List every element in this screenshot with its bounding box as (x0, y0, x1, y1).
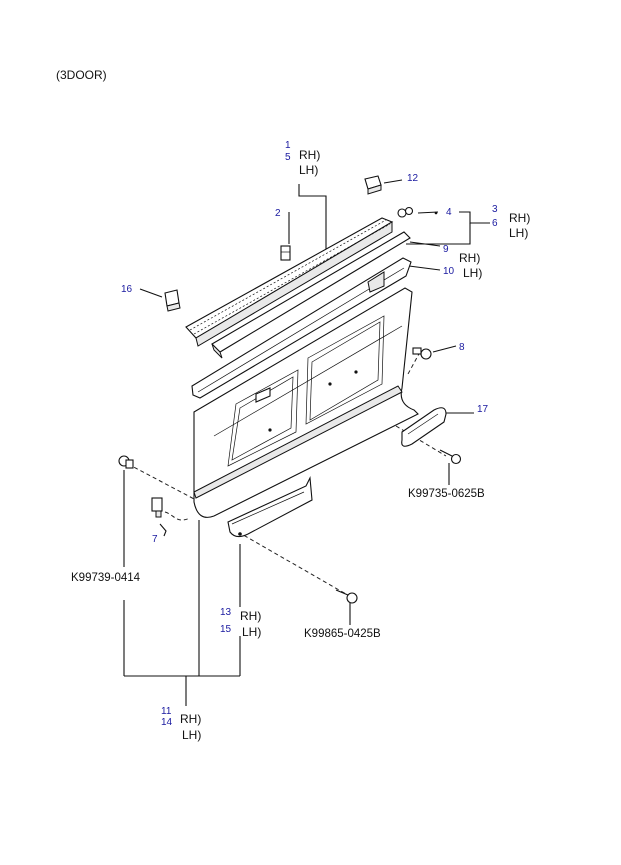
side-rh-11: RH) (180, 712, 201, 726)
upper-run-channel (185, 217, 394, 347)
fastener-part-4 (397, 206, 438, 218)
side-lh-15: LH) (242, 625, 261, 639)
callout-2: 2 (275, 208, 281, 219)
side-rh-3: RH) (509, 211, 530, 225)
side-lh-1: LH) (299, 163, 318, 177)
callout-10: 10 (443, 266, 455, 277)
clip-part-7 (151, 497, 163, 518)
trim-part-10 (191, 257, 412, 399)
callout-11: 11 (161, 706, 172, 717)
handle-trim-part-17 (401, 407, 447, 447)
callout-9: 9 (443, 244, 449, 255)
callout-17: 17 (477, 404, 489, 415)
callout-8: 8 (459, 342, 465, 353)
side-lh-10: LH) (463, 266, 482, 280)
leader-lines (123, 179, 490, 706)
callout-3: 3 (492, 204, 498, 215)
callout-1: 1 (285, 140, 291, 151)
side-rh-13: RH) (240, 609, 261, 623)
callout-14: 14 (161, 717, 173, 728)
side-rh-9: RH) (459, 251, 480, 265)
rail-part-9 (211, 231, 411, 359)
part-number-k99739: K99739-0414 (71, 572, 141, 584)
callout-7: 7 (152, 534, 158, 545)
side-rh-1: RH) (299, 148, 320, 162)
callout-4: 4 (446, 207, 452, 218)
door-trim-panel (193, 287, 419, 518)
side-lh-3: LH) (509, 226, 528, 240)
clip-part-12 (364, 175, 382, 195)
part-number-k99865: K99865-0425B (304, 628, 381, 640)
clip-part-16 (164, 289, 181, 312)
callout-5: 5 (285, 152, 291, 163)
screw-k99739 (118, 455, 134, 469)
callout-6: 6 (492, 218, 498, 229)
callout-12: 12 (407, 173, 419, 184)
side-lh-14: LH) (182, 728, 201, 742)
part-number-k99735: K99735-0625B (408, 488, 485, 500)
callout-13: 13 (220, 607, 232, 618)
clip-part-2 (280, 245, 291, 261)
screw-k99735 (439, 449, 462, 465)
screw-k99865 (335, 589, 358, 604)
variant-label: (3DOOR) (56, 68, 107, 82)
callout-16: 16 (121, 284, 133, 295)
lower-pocket-trim (227, 476, 313, 538)
bolt-part-8 (412, 347, 432, 360)
callout-15: 15 (220, 624, 232, 635)
